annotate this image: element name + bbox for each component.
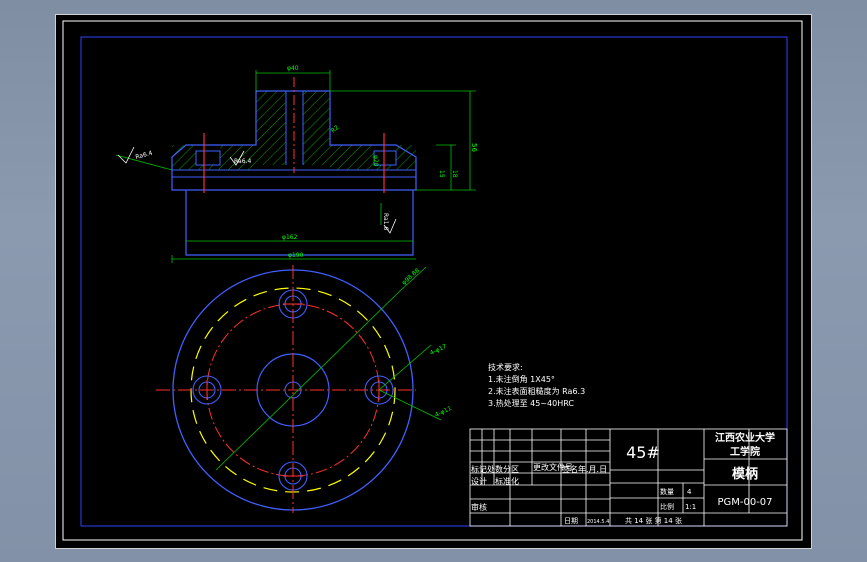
tb-row-labels: 标记处数分区 bbox=[471, 464, 519, 474]
notes-heading: 技术要求: bbox=[488, 362, 523, 372]
dim-height-flange: 18 bbox=[451, 170, 458, 178]
roughness-mid: Ra6.4 bbox=[234, 158, 251, 165]
tb-scale-value: 1:1 bbox=[685, 503, 696, 511]
dim-flange-thickness: 15 bbox=[438, 170, 445, 178]
dim-hole-b: 4-φ11 bbox=[434, 405, 453, 419]
notes-line1: 1.未注倒角 1X45° bbox=[488, 374, 555, 384]
drawing-canvas: φ40 56 18 R2 φ162 φ190 Ra6.4 Ra6.4 Ra1.6… bbox=[62, 20, 803, 541]
section-view: φ40 56 18 R2 φ162 φ190 Ra6.4 Ra6.4 Ra1.6… bbox=[115, 65, 478, 263]
tb-qty-value: 4 bbox=[687, 488, 692, 496]
dim-bolt-seat: φ20 bbox=[372, 155, 379, 167]
lower-body bbox=[185, 190, 414, 256]
dim-hole-a: 4-φ17 bbox=[429, 343, 448, 357]
tb-review: 审核 bbox=[471, 502, 487, 512]
dim-height-total: 56 bbox=[470, 143, 478, 152]
tb-sheets: 共 14 张 第 14 张 bbox=[625, 516, 682, 525]
tb-school-1: 江西农业大学 bbox=[715, 431, 775, 444]
hatch-right-boss bbox=[303, 91, 330, 165]
dim-bore-inner: φ162 bbox=[282, 234, 298, 241]
cad-viewport[interactable]: φ40 56 18 R2 φ162 φ190 Ra6.4 Ra6.4 Ra1.6… bbox=[55, 14, 812, 549]
tb-school-2: 工学院 bbox=[730, 445, 760, 458]
tb-scale-label: 比例 bbox=[660, 502, 674, 511]
roughness-right: Ra1.6 bbox=[382, 213, 389, 230]
right-counterbore bbox=[373, 150, 397, 166]
tb-date-value: 2014.5.4 bbox=[587, 519, 609, 525]
inner-frame bbox=[80, 36, 788, 527]
tb-design: 设计 bbox=[471, 476, 487, 486]
left-counterbore bbox=[195, 150, 221, 166]
tb-sign-date: 签名年.月.日 bbox=[562, 464, 607, 474]
tb-qty-label: 数量 bbox=[660, 487, 674, 496]
dim-outer-diameter: φ190 bbox=[288, 252, 304, 259]
hatch-right-flange bbox=[330, 145, 416, 170]
dim-bolt-circle: φ98.88 bbox=[401, 267, 422, 286]
top-view: φ98.88 4-φ17 4-φ11 bbox=[156, 265, 453, 513]
tech-notes: 技术要求: 1.未注倒角 1X45° 2.未注表面粗糙度为 Ra6.3 3.热处… bbox=[488, 362, 585, 408]
title-block: 45# 江西农业大学 工学院 模柄 PGM-00-07 数量 4 比例 1:1 … bbox=[469, 428, 788, 527]
dim-top-width: φ40 bbox=[287, 65, 299, 72]
tb-material: 45# bbox=[626, 443, 660, 462]
hatch-left-boss bbox=[256, 91, 286, 165]
outer-frame bbox=[62, 20, 803, 541]
tb-date-label: 日期 bbox=[564, 517, 578, 525]
tb-drawing-no: PGM-00-07 bbox=[717, 497, 772, 508]
tb-part-name: 模柄 bbox=[732, 466, 758, 482]
tb-change-doc: 更改文件号 bbox=[533, 462, 573, 472]
notes-line3: 3.热处理至 45~40HRC bbox=[488, 398, 574, 408]
tb-std: 标准化 bbox=[495, 476, 519, 486]
dim-slot-chamfer: R2 bbox=[330, 124, 341, 135]
notes-line2: 2.未注表面粗糙度为 Ra6.3 bbox=[488, 386, 585, 396]
roughness-left: Ra6.4 bbox=[135, 150, 154, 161]
